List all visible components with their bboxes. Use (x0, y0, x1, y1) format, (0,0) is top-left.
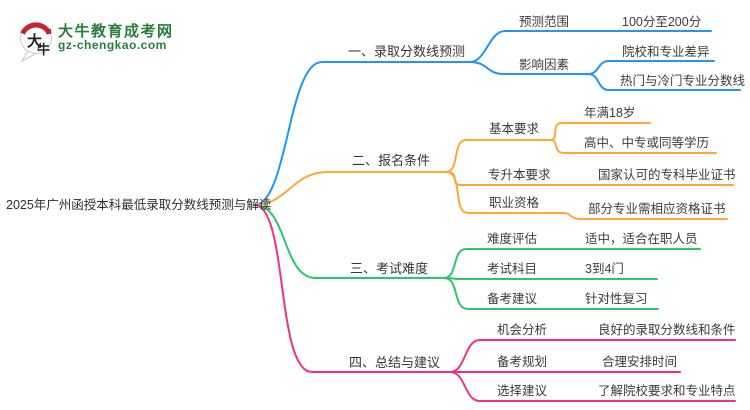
branch-2-label: 二、报名条件 (352, 153, 431, 168)
branch-1-label: 一、录取分数线预测 (348, 44, 466, 59)
node-prediction-range-value: 100分至200分 (622, 15, 702, 29)
node-vocational-qualification: 职业资格 (489, 196, 540, 210)
logo-char-da: 大 (27, 32, 42, 50)
branch-2-lines (254, 122, 734, 220)
node-subjects-count: 3到4门 (585, 262, 624, 276)
site-domain: gz-chengkao.com (58, 38, 167, 52)
node-exam-subjects: 考试科目 (487, 262, 538, 276)
branch-4-lines (254, 204, 736, 402)
node-difficulty-assessment: 难度评估 (487, 232, 538, 246)
node-basic-requirements: 基本要求 (489, 122, 540, 136)
node-influence-factors: 影响因素 (519, 58, 570, 72)
node-school-major-difference: 院校和专业差异 (622, 45, 710, 59)
node-targeted-review: 针对性复习 (585, 292, 648, 306)
branch-1-lines (254, 30, 741, 206)
node-prep-advice: 备考建议 (487, 292, 538, 306)
branch-4-label: 四、总结与建议 (349, 355, 441, 370)
node-certificate-requirement: 部分专业需相应资格证书 (588, 202, 726, 216)
branch-3-label: 三、考试难度 (350, 261, 429, 276)
node-choice-advice: 选择建议 (497, 384, 548, 398)
site-logo-icon: 大 牛 (20, 22, 52, 63)
node-hot-cold-major-score: 热门与冷门专业分数线 (620, 74, 746, 88)
logo-char-niu: 牛 (37, 42, 50, 57)
branch-3-lines (254, 204, 701, 310)
node-prep-planning: 备考规划 (497, 355, 548, 369)
central-topic: 2025年广州函授本科最低录取分数线预测与解读 (6, 198, 272, 212)
node-difficulty-value: 适中，适合在职人员 (585, 232, 698, 246)
node-opportunity-value: 良好的录取分数线和条件 (598, 323, 736, 337)
node-prediction-range: 预测范围 (519, 15, 570, 29)
node-diploma-requirement: 国家认可的专科毕业证书 (598, 168, 736, 182)
node-age-requirement: 年满18岁 (584, 106, 636, 120)
node-opportunity-analysis: 机会分析 (497, 323, 548, 337)
site-name: 大牛教育成考网 (58, 23, 174, 40)
node-upgrade-requirement: 专升本要求 (488, 168, 551, 182)
node-education-requirement: 高中、中专或同等学历 (584, 136, 710, 150)
node-school-major-advice: 了解院校要求和专业特点 (598, 384, 736, 398)
node-time-arrangement: 合理安排时间 (602, 355, 678, 369)
